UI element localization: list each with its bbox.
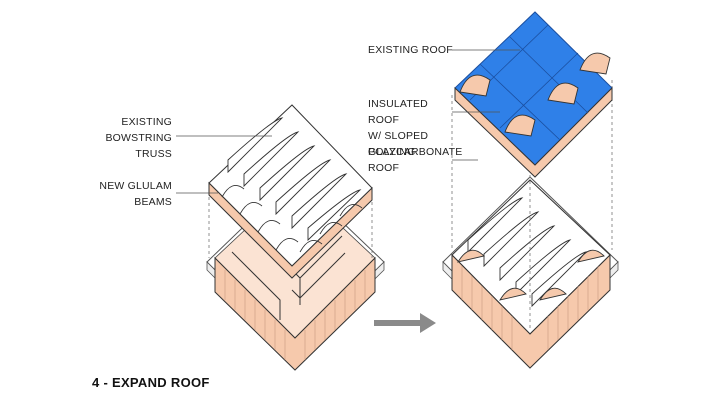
right-leader-lines bbox=[452, 49, 520, 161]
label-new-glulam-beams: NEW GLULAM BEAMS bbox=[99, 180, 172, 208]
label-insulated-roof: INSULATED ROOF W/ SLOPED GLAZING bbox=[368, 98, 429, 158]
blue-roof-assembly bbox=[454, 11, 613, 178]
left-projection-lines bbox=[208, 185, 373, 258]
left-leader-lines bbox=[176, 135, 272, 194]
label-polycarbonate-roof: POLYCARBONATE ROOF bbox=[368, 146, 463, 174]
right-projection-lines bbox=[451, 80, 613, 330]
right-glazing-arches bbox=[457, 249, 605, 301]
transform-arrow bbox=[374, 313, 436, 333]
label-existing-bowstring-truss: EXISTING BOWSTRING TRUSS bbox=[105, 116, 172, 160]
label-existing-roof: EXISTING ROOF bbox=[368, 44, 453, 56]
left-bowstring-trusses bbox=[227, 117, 362, 242]
right-building bbox=[451, 179, 611, 369]
figure-caption: 4 - EXPAND ROOF bbox=[92, 375, 210, 390]
